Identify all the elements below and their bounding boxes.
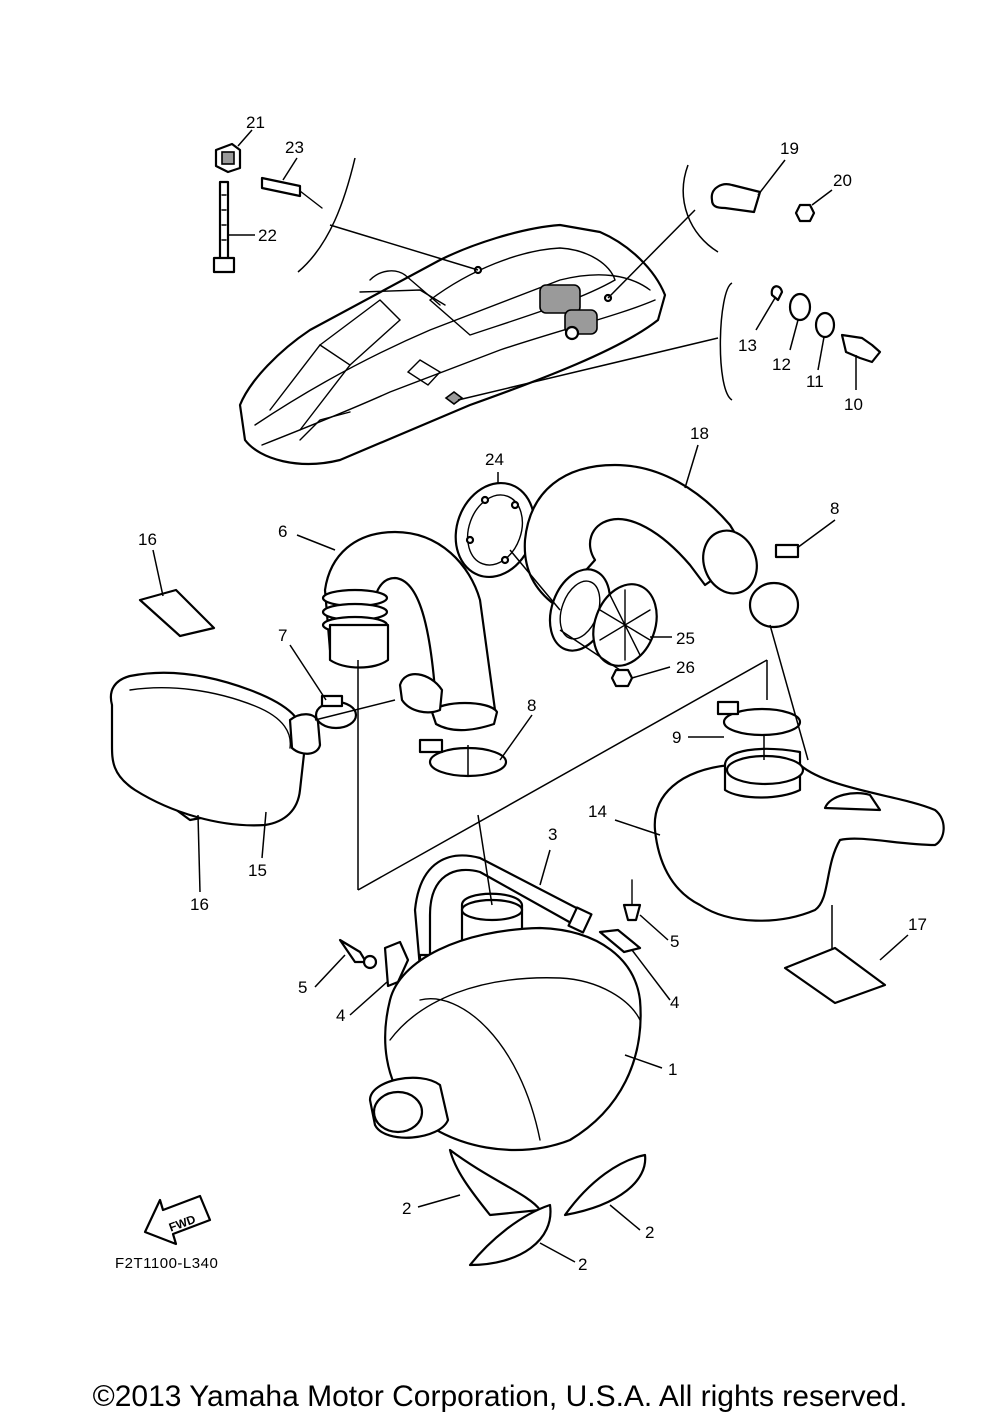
callout-8-upper: 8 — [830, 499, 839, 518]
liner-2-c — [468, 1203, 552, 1267]
callout-25: 25 — [676, 629, 695, 648]
callout-5-right: 5 — [670, 932, 679, 951]
pad-17 — [783, 946, 887, 1005]
callout-1: 1 — [668, 1060, 677, 1079]
callout-15: 15 — [248, 861, 267, 880]
callout-7: 7 — [278, 626, 287, 645]
clamp-7-screw — [320, 694, 344, 708]
callout-8-lower: 8 — [527, 696, 536, 715]
intake-duct-6 — [321, 530, 499, 732]
clamp-8-lower-screw — [418, 738, 444, 754]
watercraft-outline — [238, 223, 667, 466]
drain-plug-parts — [770, 285, 882, 364]
callout-24: 24 — [485, 450, 504, 469]
clamp-8-upper-screw — [774, 543, 800, 559]
pad-16-top — [138, 588, 216, 638]
detail-brackets — [297, 157, 733, 401]
callout-18: 18 — [690, 424, 709, 443]
clamp-9 — [722, 707, 802, 737]
callout-23: 23 — [285, 138, 304, 157]
callout-10: 10 — [844, 395, 863, 414]
callout-14: 14 — [588, 802, 607, 821]
callout-20: 20 — [833, 171, 852, 190]
callout-21: 21 — [246, 113, 265, 132]
liner-2-a — [448, 1148, 542, 1217]
silencer-14 — [653, 747, 945, 922]
callout-13: 13 — [738, 336, 757, 355]
callout-2-left: 2 — [402, 1199, 411, 1218]
air-filter-case-1 — [368, 892, 642, 1152]
callout-3: 3 — [548, 825, 557, 844]
callout-9: 9 — [672, 728, 681, 747]
callout-17: 17 — [908, 915, 927, 934]
clamp-9-screw — [716, 700, 740, 716]
callout-22: 22 — [258, 226, 277, 245]
callout-2-right: 2 — [645, 1223, 654, 1242]
callout-26: 26 — [676, 658, 695, 677]
clip-and-tie-parts — [212, 142, 323, 274]
gasket-and-plate-25 — [548, 568, 658, 667]
bracket-4-left — [383, 940, 410, 988]
callout-5-left: 5 — [298, 978, 307, 997]
rivets-5 — [338, 879, 642, 970]
callout-2-bottom: 2 — [578, 1255, 587, 1274]
assembly-lines — [314, 549, 833, 950]
callout-11: 11 — [806, 372, 824, 391]
leader-lines — [152, 129, 909, 1263]
diagram-code: F2T1100-L340 — [115, 1255, 219, 1272]
nut-26 — [610, 668, 634, 688]
callout-4-right: 4 — [670, 993, 679, 1012]
callout-16-bottom: 16 — [190, 895, 209, 914]
copyright-notice: ©2013 Yamaha Motor Corporation, U.S.A. A… — [92, 1380, 908, 1413]
callout-12: 12 — [772, 355, 791, 374]
bracket-4-right — [598, 928, 642, 954]
callout-4-left: 4 — [336, 1006, 345, 1025]
bracket-and-nut-parts — [710, 183, 816, 223]
callout-6: 6 — [278, 522, 287, 541]
fwd-arrow-icon: FWD — [143, 1194, 212, 1246]
callout-labels: 21 23 22 19 20 13 12 11 10 24 18 8 16 6 … — [138, 113, 927, 1274]
callout-19: 19 — [780, 139, 799, 158]
clamp-8-upper — [748, 581, 800, 629]
intake-duct-18 — [523, 463, 758, 607]
callout-16-top: 16 — [138, 530, 157, 549]
liner-2-b — [563, 1153, 647, 1217]
intake-silencer-15 — [109, 671, 322, 827]
